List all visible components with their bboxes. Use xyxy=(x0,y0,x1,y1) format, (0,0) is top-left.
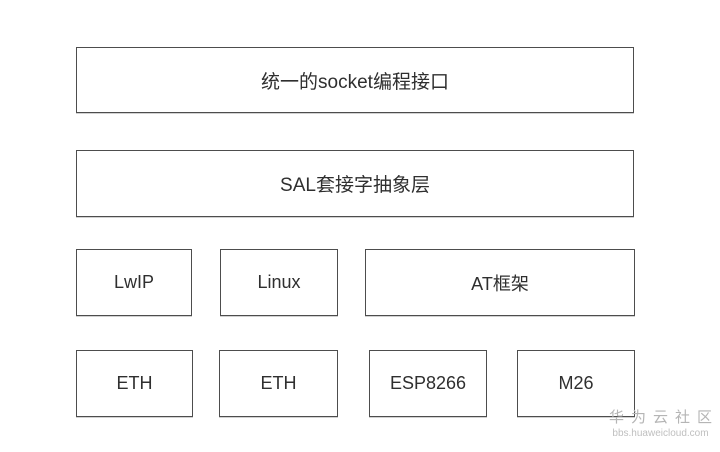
hardware-label-eth-2: ETH xyxy=(260,373,297,393)
hardware-box-esp8266: ESP8266 xyxy=(369,350,487,417)
hardware-label-m26: M26 xyxy=(558,373,594,393)
hardware-label-esp8266: ESP8266 xyxy=(389,373,467,393)
hardware-label-eth-1: ETH xyxy=(116,373,153,393)
stack-box-lwip: LwIP xyxy=(76,249,192,316)
stack-label-lwip: LwIP xyxy=(113,272,155,292)
hardware-box-m26: M26 xyxy=(517,350,635,417)
layer-box-socket-api: 统一的socket编程接口 xyxy=(76,47,634,113)
layer-box-sal: SAL套接字抽象层 xyxy=(76,150,634,217)
watermark-site-url: bbs.huaweicloud.com xyxy=(612,427,709,439)
layer-label-socket-api: 统一的socket编程接口 xyxy=(261,71,449,93)
stack-box-linux: Linux xyxy=(220,249,338,316)
hardware-box-eth-1: ETH xyxy=(76,350,193,417)
stack-label-linux: Linux xyxy=(257,272,301,292)
stack-box-at-framework: AT框架 xyxy=(365,249,635,316)
stack-label-at-framework: AT框架 xyxy=(471,273,529,294)
hardware-box-eth-2: ETH xyxy=(219,350,338,417)
layer-label-sal: SAL套接字抽象层 xyxy=(280,175,430,196)
